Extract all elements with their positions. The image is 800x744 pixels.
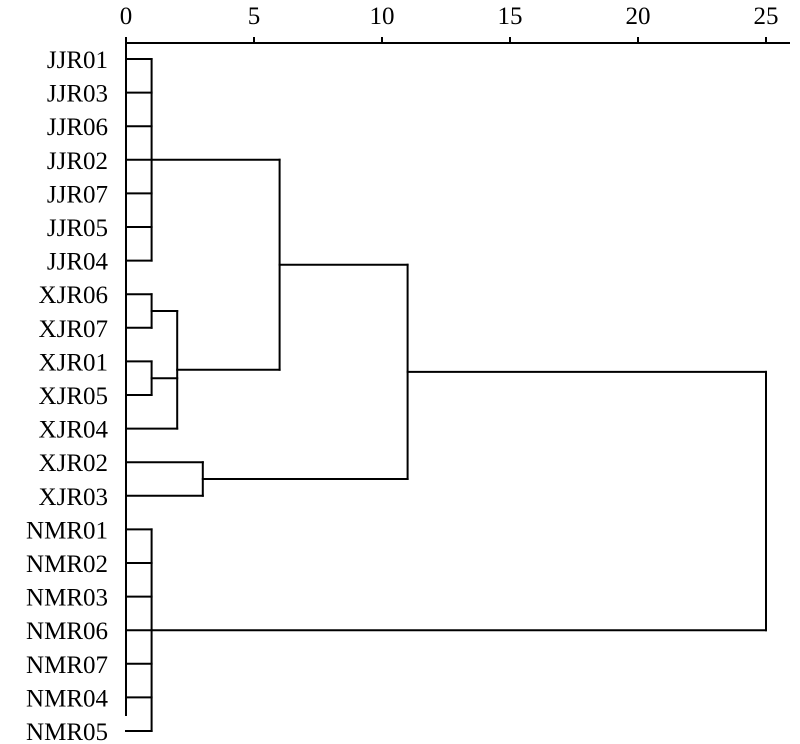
leaf-label: XJR06 bbox=[39, 282, 108, 309]
leaf-label: JJR07 bbox=[47, 181, 108, 208]
leaf-label: NMR04 bbox=[26, 685, 108, 712]
leaf-label: JJR02 bbox=[47, 148, 108, 175]
tick-label: 20 bbox=[626, 3, 651, 30]
leaf-label: JJR05 bbox=[47, 215, 108, 242]
leaf-label: JJR03 bbox=[47, 81, 108, 108]
tick-label: 5 bbox=[248, 3, 261, 30]
leaf-label: NMR05 bbox=[26, 719, 108, 744]
tick-label: 0 bbox=[120, 3, 133, 30]
leaf-label: NMR03 bbox=[26, 585, 108, 612]
leaf-label: NMR01 bbox=[26, 517, 108, 544]
leaf-label: NMR07 bbox=[26, 652, 108, 679]
leaf-label: JJR04 bbox=[47, 249, 109, 276]
distance-axis: 0 5 10 15 20 25 bbox=[120, 3, 790, 716]
leaf-label: XJR02 bbox=[39, 450, 108, 477]
leaf-label: XJR01 bbox=[39, 349, 108, 376]
leaf-labels: JJR01JJR03JJR06JJR02JJR07JJR05JJR04XJR06… bbox=[26, 47, 108, 744]
leaf-label: JJR06 bbox=[47, 114, 108, 141]
leaf-label: NMR02 bbox=[26, 551, 108, 578]
leaf-label: XJR03 bbox=[39, 484, 108, 511]
leaf-label: JJR01 bbox=[47, 47, 108, 74]
tick-label: 10 bbox=[370, 3, 395, 30]
leaf-label: NMR06 bbox=[26, 618, 108, 645]
tick-label: 15 bbox=[498, 3, 523, 30]
leaf-label: XJR07 bbox=[39, 316, 108, 343]
leaf-label: XJR04 bbox=[39, 417, 109, 444]
tick-label: 25 bbox=[754, 3, 779, 30]
leaf-label: XJR05 bbox=[39, 383, 108, 410]
dendrogram-links bbox=[125, 58, 767, 732]
